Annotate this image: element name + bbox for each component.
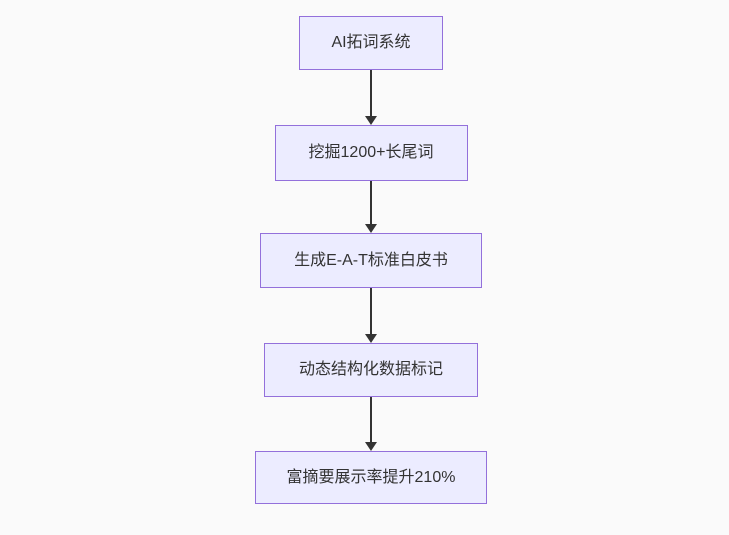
arrow-line (370, 397, 372, 442)
arrow-head-icon (365, 442, 377, 451)
arrow-head-icon (365, 224, 377, 233)
arrow-head-icon (365, 334, 377, 343)
flow-node: 动态结构化数据标记 (264, 343, 478, 397)
flow-node: 挖掘1200+长尾词 (274, 125, 468, 181)
flow-node-label: 挖掘1200+长尾词 (308, 144, 434, 162)
arrow-line (370, 70, 372, 116)
flow-node: 富摘要展示率提升210% (255, 451, 487, 504)
flow-node-label: 富摘要展示率提升210% (286, 468, 456, 486)
arrow-head-icon (365, 116, 377, 125)
flow-node-label: 动态结构化数据标记 (298, 361, 443, 379)
flow-node-label: 生成E-A-T标准白皮书 (294, 251, 448, 269)
flow-node: AI拓词系统 (299, 16, 443, 70)
flow-node: 生成E-A-T标准白皮书 (260, 233, 482, 288)
arrow-line (370, 181, 372, 224)
arrow-line (370, 288, 372, 334)
flow-node-label: AI拓词系统 (331, 34, 411, 52)
